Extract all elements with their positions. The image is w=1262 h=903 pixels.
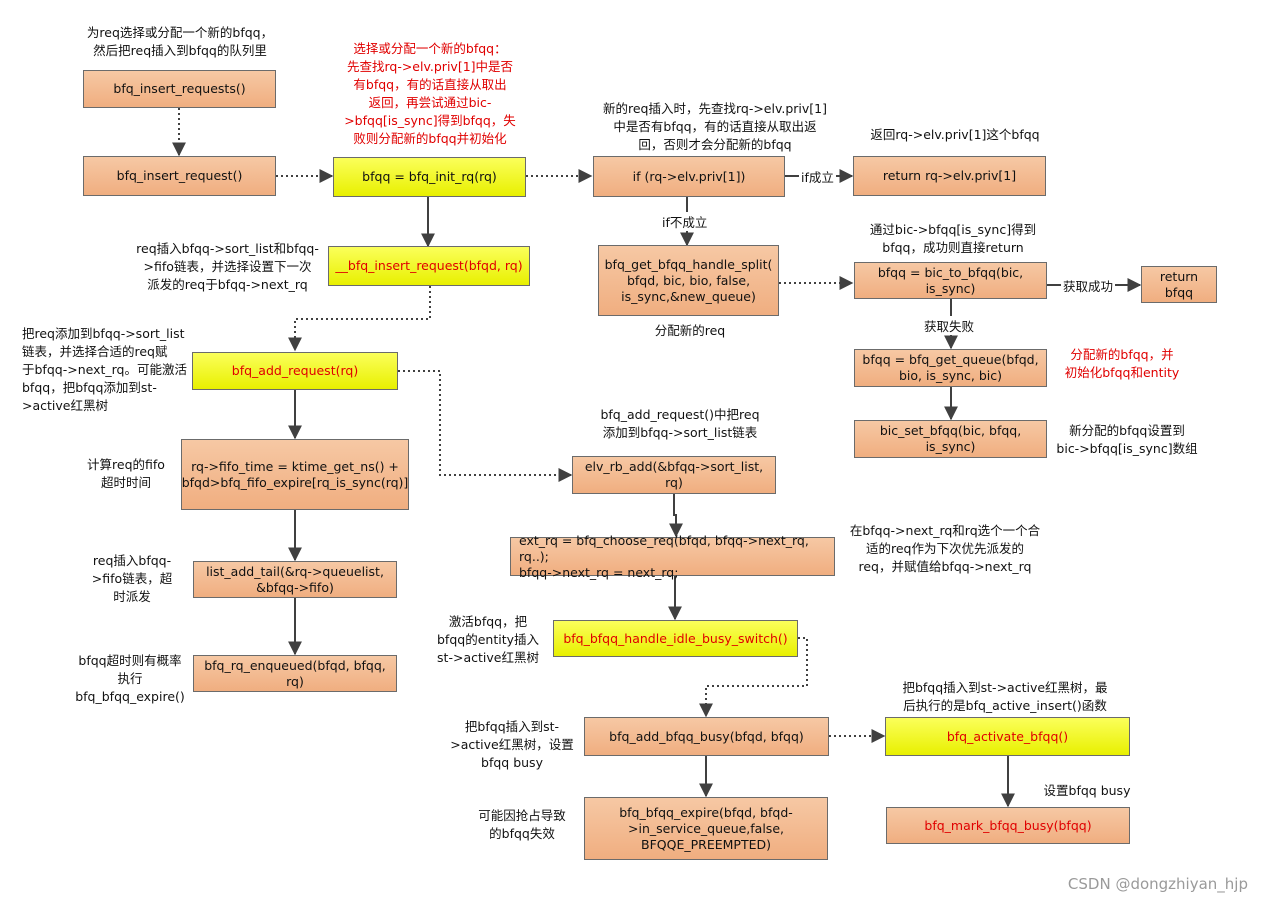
note-setbusy: 设置bfqq busy [1043, 783, 1131, 798]
arrow-elv-to-choose [669, 494, 683, 538]
box-activate-bfqq: bfq_activate_bfqq() [885, 717, 1130, 756]
note-fifo: 计算req的fifo 超时时间 [87, 457, 165, 490]
box-fifo-time: rq->fifo_time = ktime_get_ns() + bfqd>bf… [181, 439, 409, 510]
arrow-idle-to-busy [699, 637, 808, 718]
box-bfq-insert-request: __bfq_insert_request(bfqd, rq) [328, 246, 530, 286]
note-fail: 可能因抢占导致 的bfqq失效 [478, 808, 566, 841]
arrow-insert-to-addreq [288, 286, 431, 352]
box-mark-busy: bfq_mark_bfqq_busy(bfqq) [886, 807, 1130, 844]
box-return-priv: return rq->elv.priv[1] [853, 156, 1046, 196]
box-handle-split: bfq_get_bfqq_handle_split( bfqd, bic, bi… [598, 245, 779, 316]
note-bic: 通过bic->bfqq[is_sync]得到 bfqq，成功则直接return [869, 222, 1037, 255]
box-add-request: bfq_add_request(rq) [192, 352, 398, 390]
note-busy: 把bfqq插入到st- >active红黑树，设置 bfqq busy [450, 719, 574, 770]
box-add-bfqq-busy: bfq_add_bfqq_busy(bfqd, bfqq) [584, 717, 829, 756]
note-choose: 在bfqq->next_rq和rq选个一个合 适的req作为下次优先派发的 re… [849, 523, 1041, 574]
box-elv-rb-add: elv_rb_add(&bfqq->sort_list, rq) [572, 456, 776, 494]
box-bfqq-expire: bfq_bfqq_expire(bfqd, bfqd- >in_service_… [584, 797, 828, 860]
note-top: 为req选择或分配一个新的bfqq， 然后把req插入到bfqq的队列里 [86, 25, 274, 58]
note-activate: 激活bfqq，把 bfqq的entity插入 st->active红黑树 [437, 614, 539, 665]
note-priv: 新的req插入时，先查找rq->elv.priv[1] 中是否有bfqq，有的话… [602, 101, 828, 152]
watermark: CSDN @dongzhiyan_hjp [1067, 875, 1248, 893]
box-choose-req: ext_rq = bfq_choose_req(bfqd, bfqq->next… [510, 533, 835, 580]
note-return: 返回rq->elv.priv[1]这个bfqq [870, 127, 1040, 142]
label-get-fail: 获取失败 [922, 316, 977, 335]
arrow-addreq-to-elv [398, 370, 573, 482]
box-insert-requests: bfq_insert_requests() [83, 70, 276, 108]
box-get-queue: bfqq = bfq_get_queue(bfqd, bio, is_sync,… [854, 349, 1047, 387]
box-insert-request: bfq_insert_request() [83, 156, 276, 196]
box-return-bfqq: return bfqq [1141, 266, 1217, 303]
note-expire-prob: bfqq超时则有概率 执行 bfq_bfqq_expire() [75, 653, 185, 704]
label-if-true: if成立 [799, 167, 836, 186]
label-if-false: if不成立 [660, 212, 710, 231]
note-insert-rb: 把bfqq插入到st->active红黑树，最 后执行的是bfq_active_… [902, 680, 1108, 713]
note-list: req插入bfqq- >fifo链表，超 时派发 [91, 553, 173, 604]
box-priv-if: if (rq->elv.priv[1]) [593, 156, 785, 197]
box-set-bfqq: bic_set_bfqq(bic, bfqq, is_sync) [854, 420, 1047, 458]
box-bic-to-bfqq: bfqq = bic_to_bfqq(bic, is_sync) [854, 262, 1047, 299]
note-init: 选择或分配一个新的bfqq： 先查找rq->elv.priv[1]中是否 有bf… [344, 41, 516, 146]
box-list-add-tail: list_add_tail(&rq->queuelist, &bfqq->fif… [193, 561, 397, 598]
note-alloc-bfqq: 分配新的bfqq，并 初始化bfqq和entity [1064, 347, 1180, 380]
note-add-req: 把req添加到bfqq->sort_list 链表，并选择合适的req赋 于bf… [22, 326, 187, 413]
label-get-ok: 获取成功 [1061, 276, 1116, 295]
note-insert: req插入bfqq->sort_list和bfqq- >fifo链表，并选择设置… [136, 241, 319, 292]
box-idle-busy-switch: bfq_bfqq_handle_idle_busy_switch() [553, 620, 798, 657]
note-setbfqq: 新分配的bfqq设置到 bic->bfqq[is_sync]数组 [1056, 423, 1198, 456]
box-rq-enqueued: bfq_rq_enqueued(bfqd, bfqq, rq) [193, 655, 397, 692]
box-init-rq: bfqq = bfq_init_rq(rq) [333, 157, 526, 197]
note-elv: bfq_add_request()中把req 添加到bfqq->sort_lis… [600, 407, 760, 440]
note-alloc-req: 分配新的req [654, 323, 726, 338]
